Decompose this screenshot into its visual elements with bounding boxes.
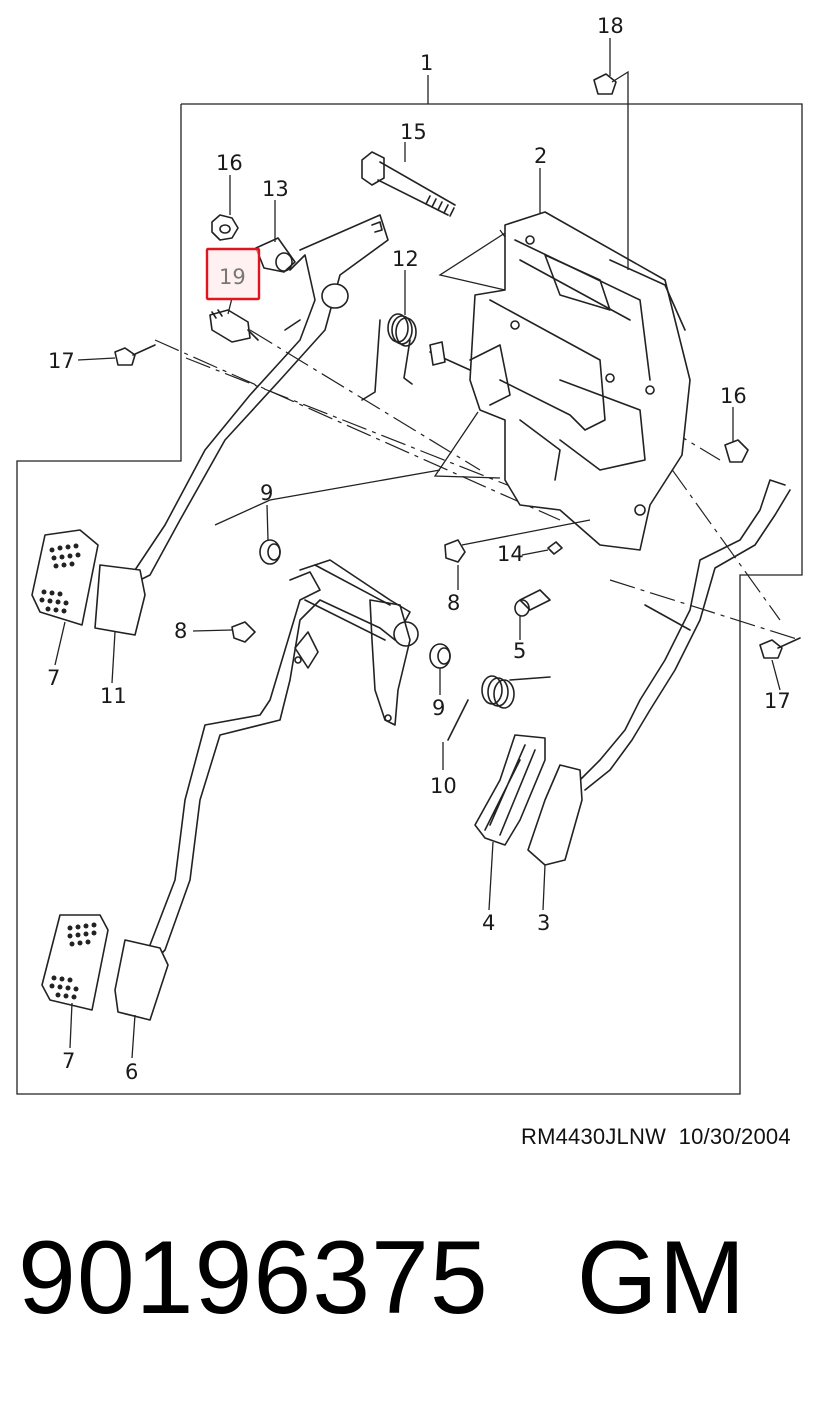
callout-8-upper: 8 (447, 591, 460, 615)
callout-16-left: 16 (216, 151, 243, 175)
brake-pedal-pad (41, 914, 109, 1011)
assembly-frame (16, 103, 803, 1095)
leader-lines (54, 38, 781, 1059)
callout-3: 3 (537, 911, 550, 935)
callout-1: 1 (420, 51, 433, 75)
pedal-bracket (469, 211, 691, 551)
callout-17-right: 17 (764, 689, 791, 713)
part-number: 90196375 (18, 1220, 489, 1336)
drawing-date: 10/30/2004 (678, 1124, 791, 1149)
brand-name: GM (576, 1220, 747, 1336)
callout-17-left: 17 (48, 349, 75, 373)
callouts: 1 2 3 4 5 6 7 7 8 8 9 9 10 11 12 13 14 1… (47, 14, 791, 1084)
clutch-pedal-pad (31, 529, 99, 626)
small-hardware (211, 73, 749, 669)
brake-return-spring (447, 675, 551, 741)
drawing-code: RM4430JLNW (521, 1124, 667, 1149)
pivot-bolt (361, 151, 456, 217)
clutch-pedal-arm (94, 214, 389, 636)
callout-15: 15 (400, 120, 427, 144)
callout-8-lower: 8 (174, 619, 187, 643)
callout-13: 13 (262, 177, 289, 201)
accelerator-pedal (474, 479, 791, 866)
callout-10: 10 (430, 774, 457, 798)
callout-9-upper: 9 (260, 481, 273, 505)
callout-14: 14 (497, 542, 524, 566)
callout-4: 4 (482, 911, 495, 935)
brake-pedal-arm (114, 559, 419, 1021)
stop-lamp-switch (209, 309, 259, 343)
callout-11: 11 (100, 684, 127, 708)
drawing-reference: RM4430JLNW 10/30/2004 (521, 1124, 791, 1150)
callout-5: 5 (513, 639, 526, 663)
callout-12: 12 (392, 247, 419, 271)
pedal-assembly-exploded-diagram: 1 2 3 4 5 6 7 7 8 8 9 9 10 11 12 13 14 1… (16, 14, 803, 1095)
mounting-screws (114, 344, 801, 659)
callout-19-highlighted: 19 (219, 265, 246, 289)
callout-9-lower: 9 (432, 696, 445, 720)
callout-7-clutch: 7 (47, 666, 60, 690)
callout-16-right: 16 (720, 384, 747, 408)
callout-7-brake: 7 (62, 1049, 75, 1073)
highlight-box (205, 247, 261, 301)
callout-6: 6 (125, 1060, 138, 1084)
callout-18: 18 (597, 14, 624, 38)
return-spring (361, 313, 417, 401)
callout-2: 2 (534, 144, 547, 168)
